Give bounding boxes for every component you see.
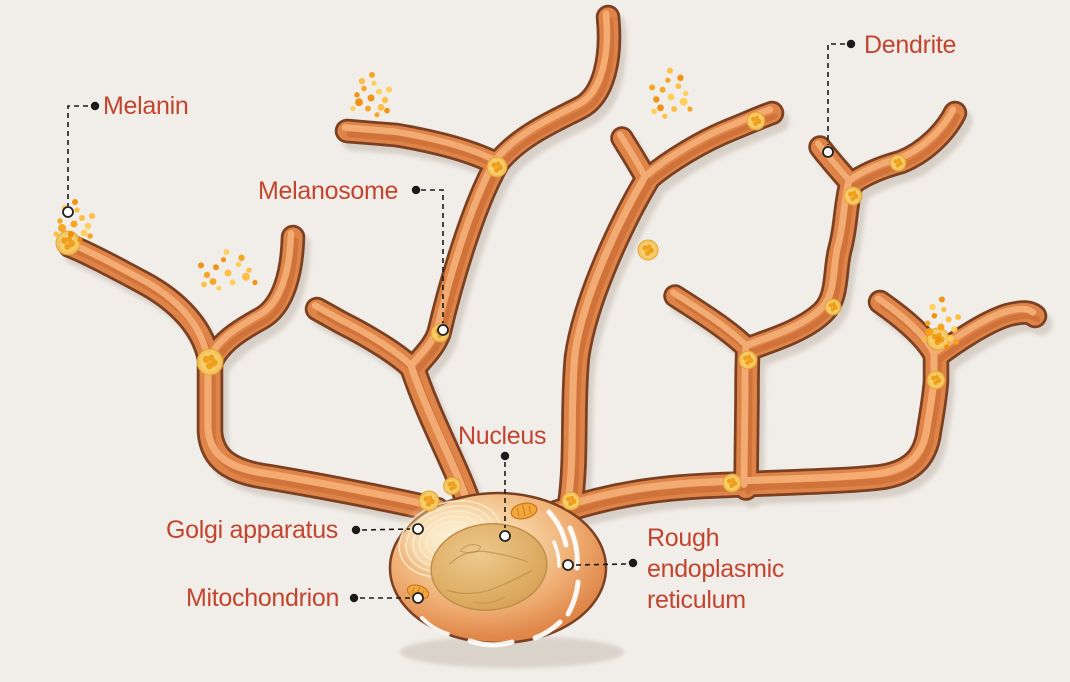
melanosome-leader-dot (411, 185, 421, 195)
cell-body-shadow (400, 636, 624, 668)
melanosome (824, 298, 842, 316)
golgi-target-circle (412, 523, 424, 535)
melanin-cluster (198, 249, 258, 291)
melanin-leader-dot (90, 101, 100, 111)
nucleus-leader-dot (500, 451, 510, 461)
melanosome (55, 230, 81, 256)
melanosome (486, 156, 508, 178)
label-dendrite: Dendrite (864, 31, 957, 59)
melanosome (889, 154, 907, 172)
label-melanin: Melanin (103, 92, 189, 120)
dendrite-leader-dot (846, 39, 856, 49)
label-mitochondrion: Mitochondrion (186, 584, 340, 612)
melanosome-target-circle (437, 324, 449, 336)
melanosome (722, 473, 742, 493)
melanosome (738, 350, 758, 370)
mitochondrion-target-circle (412, 592, 424, 604)
melanin-cluster (350, 71, 392, 118)
melanosome (637, 239, 659, 261)
mitochondrion-leader-dot (349, 593, 359, 603)
dendrite-target-circle (822, 146, 834, 158)
melanin-leader-line (67, 105, 88, 206)
melanin-target-circle (62, 206, 74, 218)
nucleus-target-circle (499, 530, 511, 542)
melanosome (561, 491, 581, 511)
melanosome (843, 186, 863, 206)
melanin-cluster (921, 296, 962, 350)
label-golgi: Golgi apparatus (166, 516, 339, 544)
label-nucleus: Nucleus (458, 422, 547, 450)
melanosome (746, 111, 766, 131)
melanosome-leader-line (421, 189, 444, 323)
melanosome (418, 490, 440, 512)
golgi-leader-dot (351, 525, 361, 535)
rough-er-target-circle (562, 559, 574, 571)
mitochondrion-shape (510, 502, 538, 520)
rough-er-leader-dot (628, 558, 638, 568)
label-melanosome: Melanosome (258, 177, 399, 205)
leader-endpoints (62, 39, 856, 604)
leader-lines (67, 43, 845, 599)
dendrite-leader-line (827, 43, 845, 145)
melanosome (196, 348, 224, 376)
melanosome (443, 477, 461, 495)
golgi-leader-line (361, 528, 411, 531)
label-rough-er: Rough endoplasmic reticulum (647, 524, 785, 614)
melanin-cluster (649, 67, 693, 119)
melanosome (926, 370, 946, 390)
nucleus-shape (430, 523, 548, 611)
dendrite-highlights (64, 10, 1037, 514)
melanosomes (55, 111, 950, 512)
